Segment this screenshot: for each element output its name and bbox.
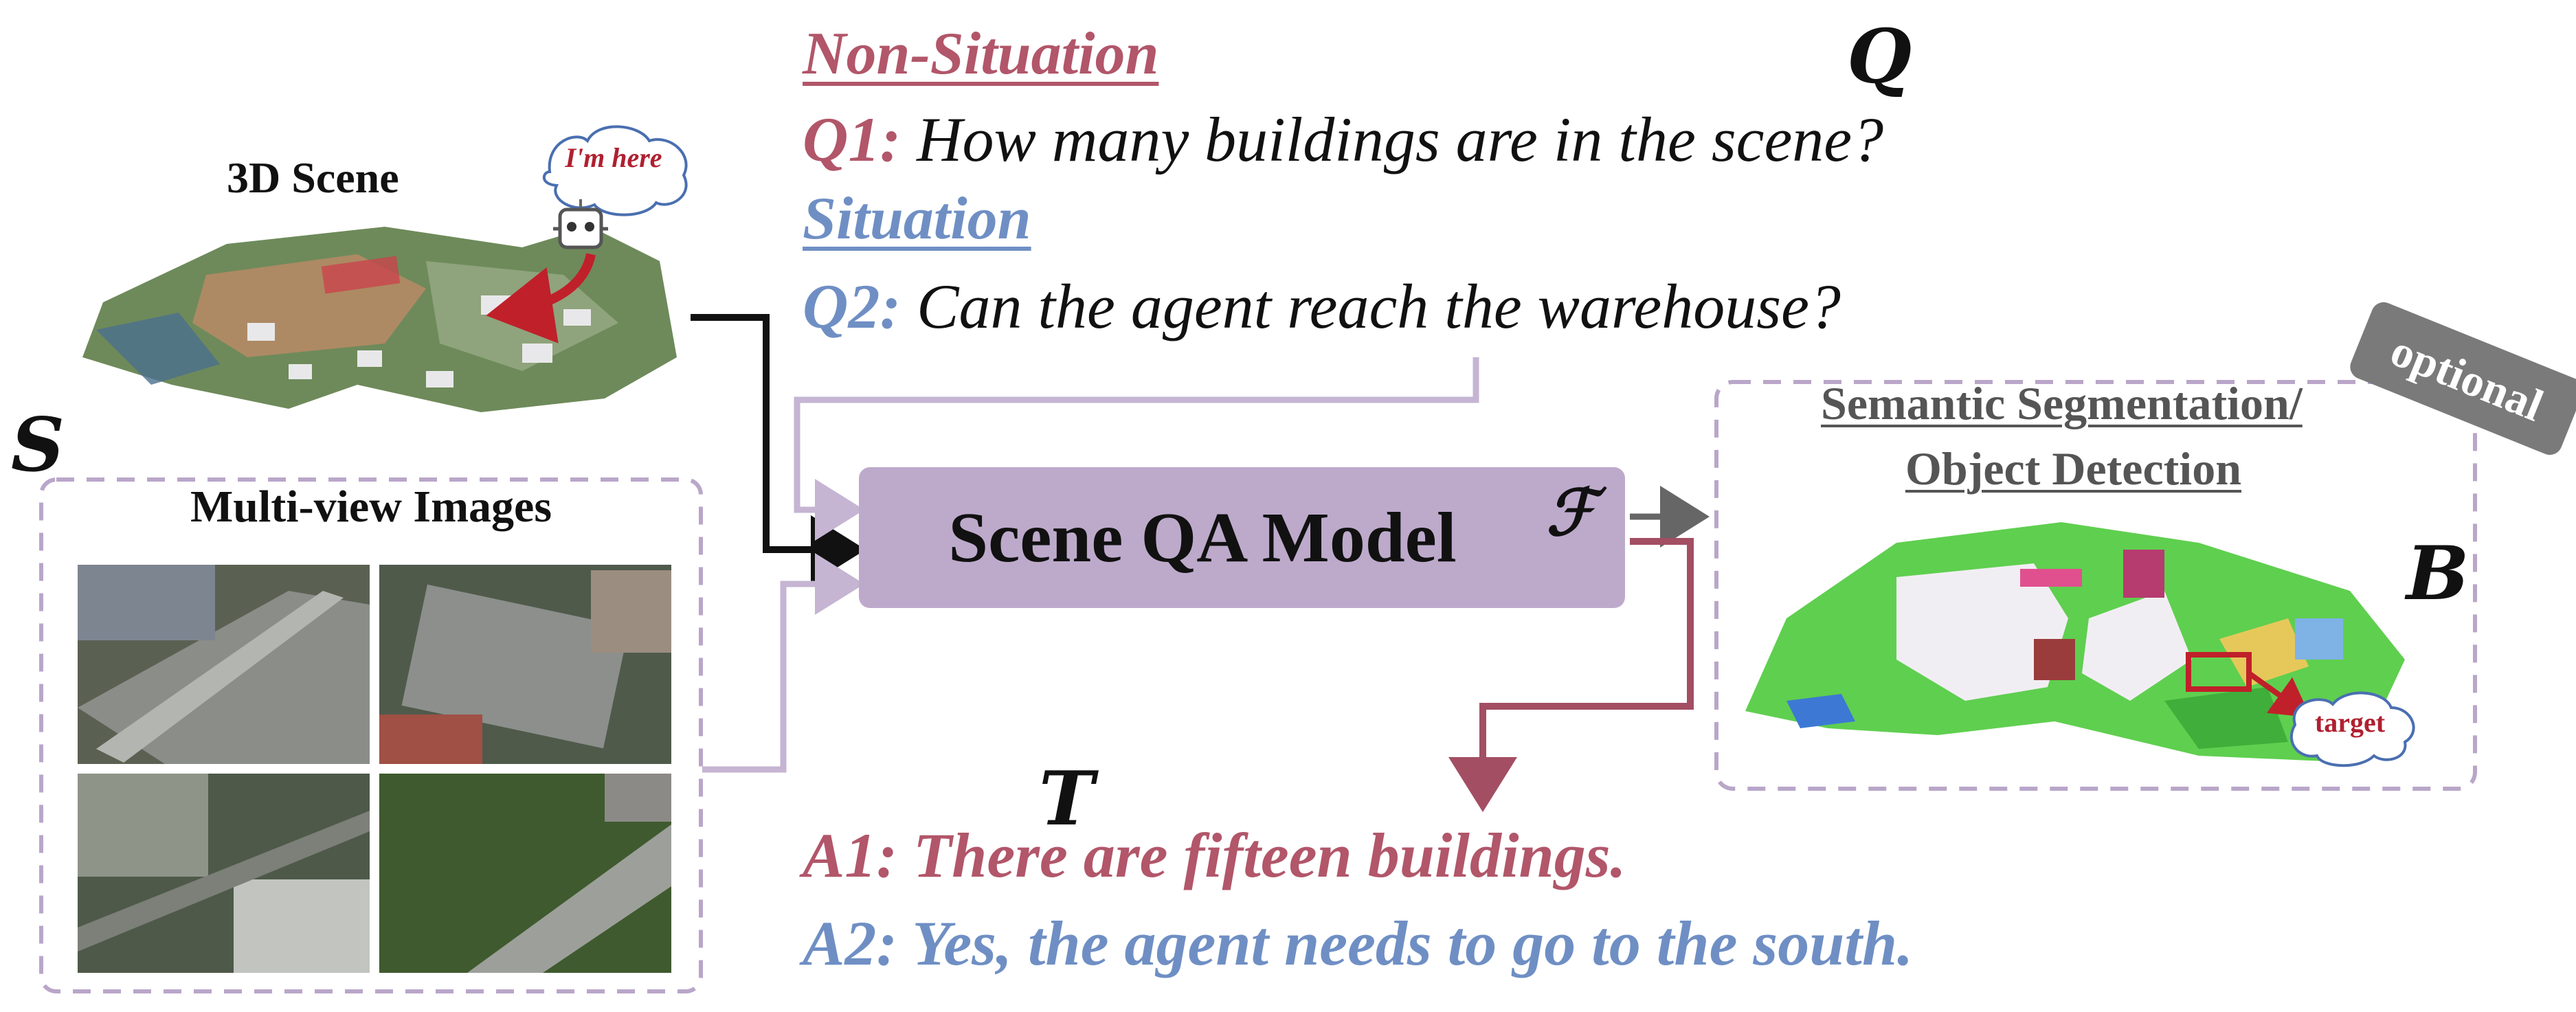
speech-bubble-text: I'm here bbox=[565, 142, 662, 173]
question-1-text: How many buildings are in the scene? bbox=[901, 104, 1884, 175]
multiview-frame bbox=[39, 477, 703, 993]
scene-qa-model-label: Scene QA Model bbox=[948, 498, 1457, 577]
question-1-id: Q1: bbox=[803, 104, 901, 175]
arrow-scene-to-model bbox=[691, 314, 866, 584]
segmentation-title-line1: Semantic Segmentation/ bbox=[1821, 377, 2303, 429]
segmentation-map bbox=[1745, 522, 2415, 767]
arrow-images-to-model bbox=[702, 553, 864, 773]
question-2-id: Q2: bbox=[803, 271, 901, 341]
symbol-t: T bbox=[1039, 756, 1095, 842]
multiview-image-grid bbox=[78, 565, 671, 973]
arrow-question-to-model bbox=[794, 357, 1479, 541]
segmentation-frame bbox=[1714, 380, 2477, 791]
multiview-label: Multi-view Images bbox=[190, 482, 552, 532]
symbol-b: B bbox=[2406, 530, 2469, 617]
situation-heading: Situation bbox=[803, 185, 1031, 252]
agent-robot-icon bbox=[486, 125, 688, 344]
question-2: Q2: Can the agent reach the warehouse? bbox=[803, 270, 1841, 343]
question-1: Q1: How many buildings are in the scene? bbox=[803, 103, 1883, 176]
target-label: target bbox=[2314, 707, 2386, 738]
answer-1: A1: There are fifteen buildings. bbox=[803, 820, 1626, 890]
scene-3d-label: 3D Scene bbox=[227, 153, 399, 202]
symbol-s: S bbox=[11, 402, 65, 488]
segmentation-title-line2: Object Detection bbox=[1905, 442, 2242, 495]
symbol-q: Q bbox=[1847, 14, 1912, 100]
symbol-f: ℱ bbox=[1546, 475, 1596, 550]
scene-qa-model-box bbox=[859, 467, 1625, 608]
question-2-text: Can the agent reach the warehouse? bbox=[901, 271, 1841, 341]
answer-2: A2: Yes, the agent needs to go to the so… bbox=[803, 908, 1914, 978]
arrow-model-to-answers bbox=[1448, 538, 1694, 812]
non-situation-heading: Non-Situation bbox=[803, 21, 1159, 87]
